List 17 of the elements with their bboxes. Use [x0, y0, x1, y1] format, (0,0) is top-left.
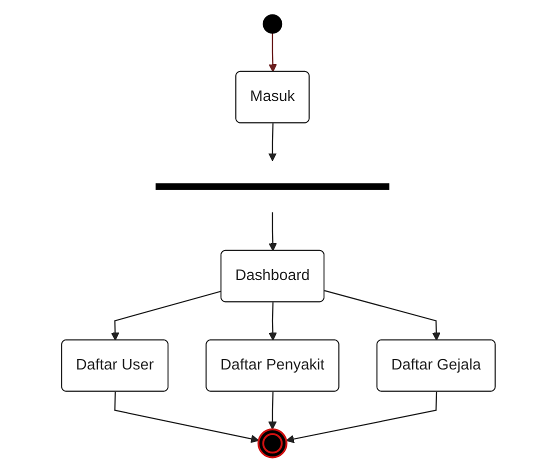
- arrow: [268, 392, 276, 430]
- activity-box: Dashboard: [220, 250, 324, 302]
- activity-box: Daftar User: [60, 339, 168, 392]
- arrow: [268, 212, 277, 252]
- activity-box: Masuk: [234, 70, 310, 124]
- arrow: [268, 302, 277, 341]
- arrow: [324, 290, 440, 341]
- activity-box: Daftar Gejala: [376, 339, 496, 392]
- fork-bar: [155, 183, 389, 190]
- arrow: [110, 290, 222, 341]
- arrow: [268, 123, 276, 162]
- arrow: [268, 33, 277, 72]
- arrow: [114, 392, 259, 444]
- initial-node: [262, 14, 282, 34]
- arrow: [285, 392, 437, 444]
- final-node: [257, 428, 288, 458]
- activity-box: Daftar Penyakit: [205, 339, 339, 392]
